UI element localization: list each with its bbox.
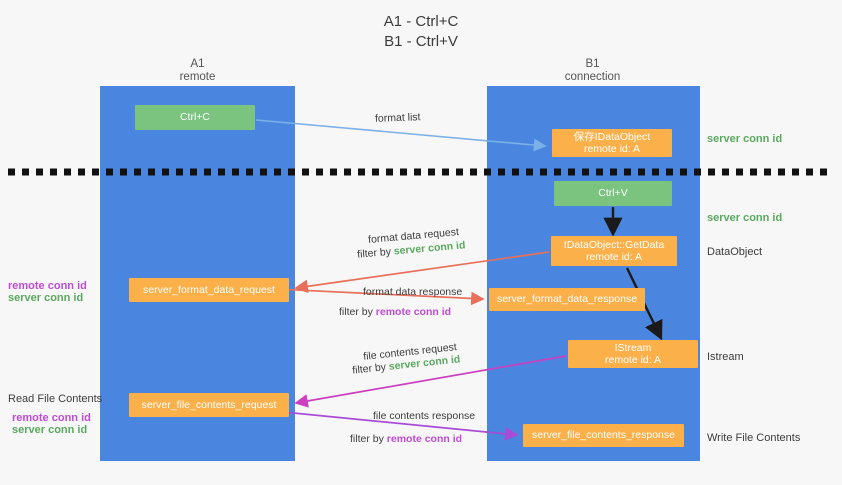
node-server-format-data-request[interactable]: server_format_data_request [129, 278, 289, 302]
side-label-write-file-contents: Write File Contents [707, 432, 801, 444]
node-idataobject-getdata-line1: IDataObject::GetData [563, 238, 665, 251]
lane-header-b1-name: B1 [585, 58, 600, 70]
node-ctrl-v-label: Ctrl+V [598, 187, 628, 200]
side-label-dataobject: DataObject [707, 246, 763, 258]
node-ctrl-c[interactable]: Ctrl+C [135, 105, 255, 130]
filter-value-remote-conn-id-1: remote conn id [375, 306, 452, 318]
node-server-format-data-request-label: server_format_data_request [143, 283, 275, 296]
title-line-1: A1 - Ctrl+C [383, 13, 459, 30]
node-idataobject-getdata-line2: remote id: A [585, 251, 642, 263]
side-label-server-conn-id-top: server conn id [707, 133, 783, 145]
left-label-server-conn-id-1: server conn id [8, 292, 84, 304]
node-istream-line1: IStream [614, 341, 652, 354]
node-ctrl-v[interactable]: Ctrl+V [554, 181, 672, 206]
lane-header-a1-name: A1 [190, 58, 205, 70]
node-save-idataobject[interactable]: 保存IDataObject remote id: A [552, 129, 672, 157]
edge-label-file-contents-response: file contents response [373, 410, 476, 422]
node-ctrl-c-label: Ctrl+C [179, 111, 211, 124]
page-title: A1 - Ctrl+C B1 - Ctrl+V [0, 12, 842, 52]
lane-header-a1-role: remote [179, 71, 216, 83]
node-server-file-contents-request-label: server_file_contents_request [141, 398, 277, 411]
node-istream-line2: remote id: A [604, 354, 662, 366]
node-istream[interactable]: IStream remote id: A [568, 340, 698, 368]
left-label-remote-conn-id-2: remote conn id [12, 412, 91, 424]
lane-header-b1-role: connection [564, 71, 621, 83]
filter-prefix-4: filter by [350, 433, 387, 445]
node-server-file-contents-response[interactable]: server_file_contents_response [523, 424, 684, 447]
node-idataobject-getdata[interactable]: IDataObject::GetData remote id: A [551, 236, 677, 266]
side-label-server-conn-id-mid: server conn id [707, 212, 783, 224]
title-line-2: B1 - Ctrl+V [384, 33, 458, 50]
left-label-remote-conn-id-1: remote conn id [8, 280, 87, 292]
edge-label-format-list: format list [374, 111, 421, 125]
edge-label-format-data-response: format data response [363, 286, 463, 298]
node-save-idataobject-line1: 保存IDataObject [573, 130, 651, 143]
lane-header-a1: A1 remote [120, 58, 275, 84]
filter-prefix-3: filter by [351, 360, 390, 377]
filter-prefix-1: filter by [356, 245, 395, 261]
node-server-file-contents-response-label: server_file_contents_response [531, 429, 675, 442]
filter-value-remote-conn-id-2: remote conn id [386, 433, 463, 445]
lane-header-b1: B1 connection [515, 58, 670, 84]
node-server-format-data-response[interactable]: server_format_data_response [489, 288, 645, 311]
node-save-idataobject-line2: remote id: A [583, 143, 640, 155]
edge-label-format-data-response-filter: filter by remote conn id [339, 305, 451, 319]
left-label-server-conn-id-2: server conn id [12, 424, 88, 436]
filter-prefix-2: filter by [339, 306, 376, 318]
node-server-format-data-response-label: server_format_data_response [496, 293, 638, 306]
edge-label-file-contents-response-filter: filter by remote conn id [350, 432, 462, 446]
left-label-read-file-contents: Read File Contents [8, 393, 103, 405]
side-label-istream: Istream [707, 351, 744, 363]
node-server-file-contents-request[interactable]: server_file_contents_request [129, 393, 289, 417]
